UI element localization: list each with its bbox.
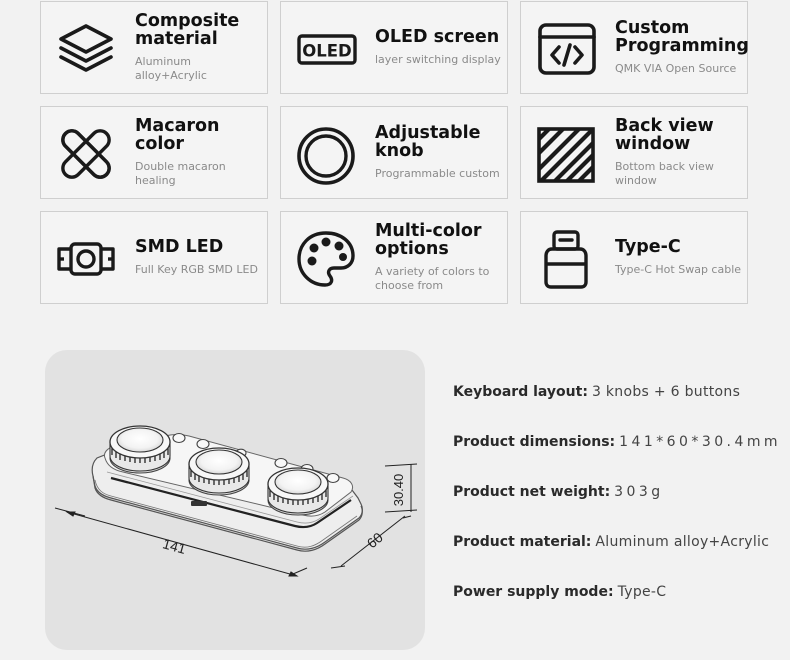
feature-subtitle: Double macaron healing [135, 160, 226, 187]
feature-card-back-view-window: Back view window Bottom back view window [520, 106, 748, 199]
knob-left [109, 425, 171, 474]
spec-label: Keyboard layout: [453, 384, 588, 400]
feature-title: OLED screen [375, 27, 500, 47]
feature-card-composite-material: Composite material Aluminum alloy+Acryli… [40, 1, 268, 94]
code-window-icon [535, 18, 597, 80]
brand-logo-mark [191, 501, 207, 506]
feature-title: Macaron color [135, 116, 220, 154]
product-illustration-panel: 141 60 30.40 [45, 350, 425, 650]
feature-card-oled-screen: OLED OLED screen layer switching display [280, 1, 508, 94]
feature-subtitle: Programmable custom [375, 167, 500, 180]
feature-subtitle: QMK VIA Open Source [615, 62, 737, 75]
dimension-width-label: 60 [364, 529, 386, 551]
feature-subtitle: Aluminum alloy+Acrylic [135, 55, 207, 82]
feature-subtitle: Bottom back view window [615, 160, 714, 187]
feature-title: Composite material [135, 11, 240, 49]
feature-card-adjustable-knob: Adjustable knob Programmable custom [280, 106, 508, 199]
knob-right [267, 467, 329, 516]
spec-label: Product material: [453, 534, 592, 550]
spec-power-supply: Power supply mode:Type-C [453, 584, 666, 600]
dimension-width [330, 515, 412, 569]
spec-value: 3 0 3 g [614, 484, 660, 500]
knob-icon [295, 123, 357, 185]
macropad-drawing: 141 60 30.40 [54, 425, 418, 577]
feature-title: SMD LED [135, 237, 224, 257]
feature-subtitle: Full Key RGB SMD LED [135, 263, 258, 276]
spec-product-dimensions: Product dimensions:1 4 1 * 6 0 * 3 0 . 4… [453, 434, 778, 450]
dimension-length-label: 141 [161, 535, 188, 557]
spec-label: Product dimensions: [453, 434, 616, 450]
feature-card-smd-led: SMD LED Full Key RGB SMD LED [40, 211, 268, 304]
spec-keyboard-layout: Keyboard layout:3 knobs + 6 buttons [453, 384, 740, 400]
feature-card-type-c: Type-C Type-C Hot Swap cable [520, 211, 748, 304]
spec-value: 3 knobs + 6 buttons [591, 384, 741, 400]
smd-led-icon [55, 228, 117, 290]
dimension-height [384, 463, 418, 513]
spec-label: Product net weight: [453, 484, 611, 500]
spec-value: Aluminum alloy+Acrylic [595, 534, 770, 550]
feature-title: Adjustable knob [375, 123, 481, 161]
spec-value: Type-C [617, 584, 667, 600]
spec-value: 1 4 1 * 6 0 * 3 0 . 4 m m [619, 434, 778, 450]
dimension-length [54, 507, 308, 577]
knob-middle [188, 447, 250, 496]
spec-label: Power supply mode: [453, 584, 614, 600]
usb-c-icon [535, 228, 597, 290]
feature-card-macaron-color: Macaron color Double macaron healing [40, 106, 268, 199]
feature-grid: Composite material Aluminum alloy+Acryli… [0, 0, 790, 320]
feature-subtitle: A variety of colors to choose from [375, 265, 490, 292]
feature-title: Multi-color options [375, 221, 482, 259]
palette-icon [295, 228, 357, 290]
spec-net-weight: Product net weight:3 0 3 g [453, 484, 660, 500]
feature-title: Type-C [615, 237, 681, 257]
feature-title: Back view window [615, 116, 714, 154]
feature-title: Custom Programming [615, 18, 749, 56]
striped-window-icon [535, 123, 597, 185]
macaron-icon [55, 123, 117, 185]
feature-card-multi-color-options: Multi-color options A variety of colors … [280, 211, 508, 304]
dimension-height-label: 30.40 [391, 474, 406, 507]
spec-material: Product material:Aluminum alloy+Acrylic [453, 534, 769, 550]
layers-icon [55, 18, 117, 80]
oled-icon-label: OLED [302, 42, 352, 61]
feature-subtitle: layer switching display [375, 53, 501, 66]
oled-icon: OLED [295, 18, 357, 80]
feature-subtitle: Type-C Hot Swap cable [615, 263, 742, 276]
feature-card-custom-programming: Custom Programming QMK VIA Open Source [520, 1, 749, 94]
